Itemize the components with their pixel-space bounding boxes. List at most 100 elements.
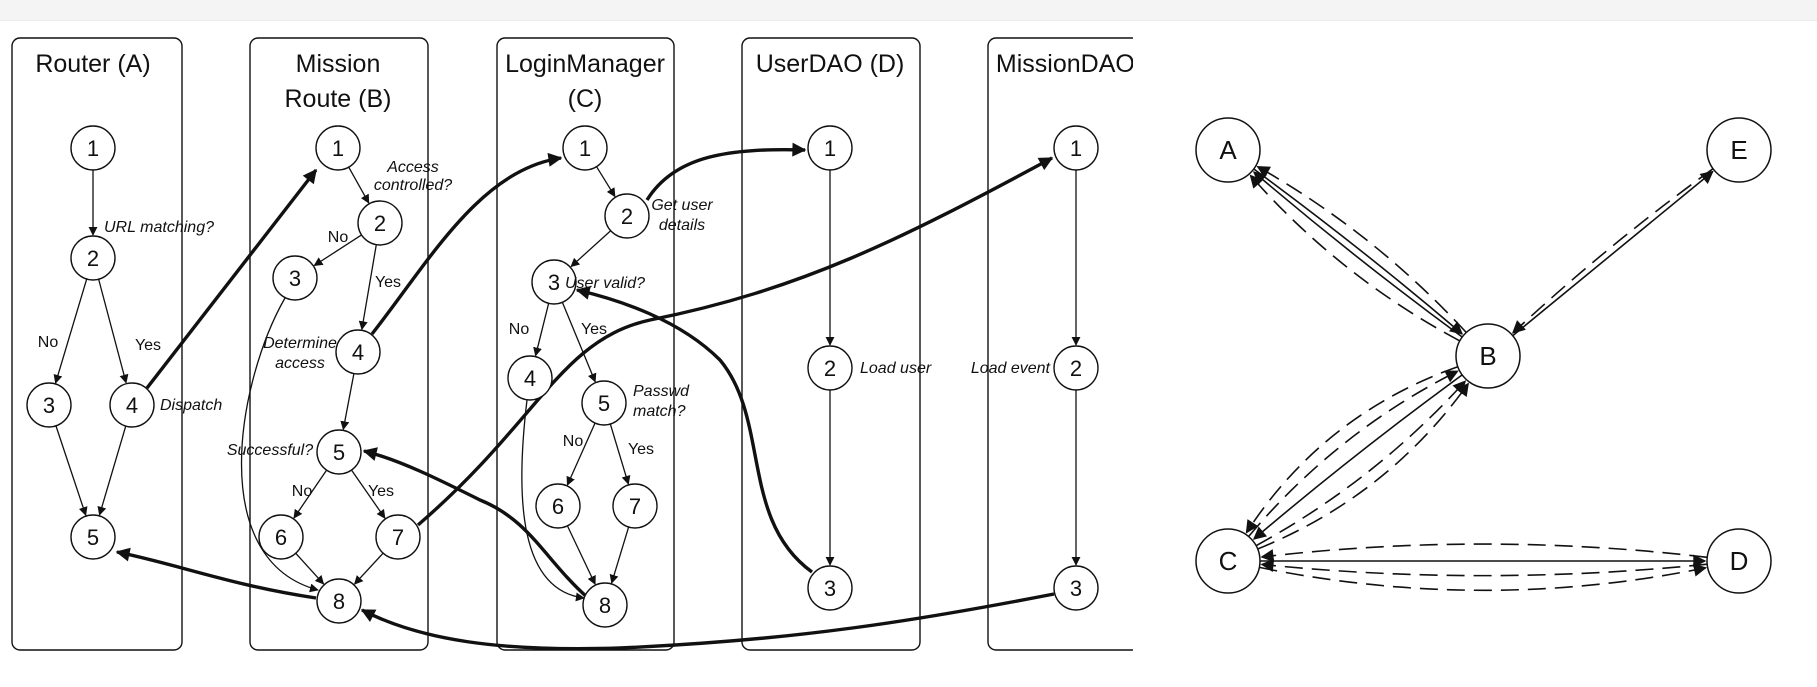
graph-node-label: A — [1219, 135, 1237, 165]
flow-node-e2 — [1053, 345, 1099, 391]
cross-call-edge-e3-b8 — [360, 592, 1055, 651]
flow-edge-c2-c3 — [570, 230, 612, 268]
graph-edge-b-a — [1256, 166, 1467, 334]
lane-title-b: Route (B) — [285, 85, 392, 113]
flow-node-label: 3 — [824, 576, 836, 601]
annotation-passwd-match: match? — [633, 403, 686, 420]
graph-edge-d-c — [1260, 559, 1708, 577]
flow-node-label: 2 — [87, 246, 99, 271]
annotation-passwd-match: Passwd — [633, 383, 690, 400]
flow-node-label: 3 — [1070, 576, 1082, 601]
flow-node-label: 6 — [552, 494, 564, 519]
cross-call-edge-b8-a5 — [115, 547, 317, 600]
annotation-dispatch: Dispatch — [160, 397, 222, 414]
graph-edge-c-b — [1247, 370, 1459, 538]
graph-edge-b-c — [1245, 365, 1459, 534]
flow-node-label: 1 — [579, 136, 591, 161]
flow-node-label: 2 — [1070, 356, 1082, 381]
flow-edge-b2-b3 — [313, 234, 362, 267]
flow-node-d3 — [807, 565, 853, 611]
flow-node-label: 5 — [333, 440, 345, 465]
flow-edge-b6-b8 — [295, 552, 325, 585]
flow-node-label: 2 — [374, 211, 386, 236]
flow-node-b6 — [258, 514, 304, 560]
lane-box-d — [741, 37, 921, 651]
flow-node-b1 — [315, 125, 361, 171]
graph-edge-d-c — [1260, 543, 1708, 563]
flow-node-c1 — [562, 125, 608, 171]
flow-node-d2 — [807, 345, 853, 391]
flow-node-c2 — [604, 193, 650, 239]
flow-node-e3 — [1053, 565, 1099, 611]
cross-call-edge-b7-e1 — [416, 156, 1054, 527]
flow-node-label: 2 — [824, 356, 836, 381]
graph-edge-c-d — [1259, 563, 1707, 592]
flow-node-label: 3 — [43, 393, 55, 418]
flow-node-label: 5 — [598, 391, 610, 416]
flow-node-label: 2 — [621, 204, 633, 229]
cross-call-edge-c8-b5 — [362, 447, 590, 600]
lane-title-d: UserDAO (D) — [756, 50, 905, 78]
annotation-get-user-details: details — [659, 217, 705, 234]
annotation-successful: Successful? — [227, 442, 313, 459]
flow-node-a1 — [70, 125, 116, 171]
flow-node-label: 7 — [629, 494, 641, 519]
flow-node-b3 — [272, 255, 318, 301]
flow-edge-c5-c7 — [609, 423, 631, 485]
lane-title-e: MissionDAO ( — [996, 50, 1151, 78]
flow-edge-b5-b6 — [293, 469, 328, 519]
branch-label-c-yes-bottom: Yes — [628, 441, 654, 458]
lane-box-e — [987, 37, 1133, 651]
graph-node-a — [1195, 117, 1261, 183]
flow-node-label: 4 — [352, 340, 364, 365]
flow-node-label: 5 — [87, 525, 99, 550]
branch-label-c-no-bottom: No — [563, 433, 584, 450]
flow-node-a3 — [26, 382, 72, 428]
flow-node-c5 — [581, 380, 627, 426]
graph-node-label: D — [1730, 546, 1749, 576]
graph-edge-b-a — [1252, 171, 1463, 338]
flow-node-d1 — [807, 125, 853, 171]
flow-node-a4 — [109, 382, 155, 428]
lane-title-a: Router (A) — [35, 50, 150, 78]
flow-node-label: 7 — [392, 525, 404, 550]
flow-node-c4 — [507, 355, 553, 401]
graph-edge-a-b — [1253, 168, 1464, 335]
graph-edge-b-e — [1512, 170, 1714, 337]
lane-title-c: (C) — [568, 85, 603, 113]
graph-edge-c-b — [1255, 380, 1467, 547]
flow-edge-c3-c4 — [533, 303, 550, 357]
flow-edge-b3-b8 — [240, 297, 319, 593]
graph-node-label: C — [1219, 546, 1238, 576]
lane-title-c: LoginManager — [505, 50, 665, 78]
cross-call-edge-c2-d1 — [645, 142, 807, 201]
graph-edge-c-b — [1257, 382, 1469, 550]
branch-label-b-yes-bottom: Yes — [368, 483, 394, 500]
annotation-load-event: Load event — [971, 360, 1051, 377]
flow-node-b5 — [316, 429, 362, 475]
flow-edge-b5-b7 — [351, 469, 386, 519]
flow-node-b2 — [357, 200, 403, 246]
annotation-url-matching: URL matching? — [104, 219, 214, 236]
flow-node-b4 — [335, 329, 381, 375]
flow-node-label: 1 — [1070, 136, 1082, 161]
flow-node-c7 — [612, 483, 658, 529]
flow-edge-b1-b2 — [348, 166, 370, 204]
flow-edge-a4-a5 — [97, 425, 127, 516]
graph-edge-e-b — [1511, 168, 1714, 334]
flow-node-label: 1 — [332, 136, 344, 161]
annotation-load-user: Load user — [860, 360, 932, 377]
graph-edge-b-a — [1249, 174, 1461, 342]
graph-node-b — [1455, 323, 1521, 389]
flow-node-label: 4 — [126, 393, 138, 418]
branch-label-b-no-top: No — [328, 229, 349, 246]
annotation-user-valid: User valid? — [565, 275, 645, 292]
branch-label-a-no: No — [38, 334, 59, 351]
viewer-top-bar — [0, 0, 1817, 21]
flow-node-e1 — [1053, 125, 1099, 171]
flow-edge-b4-b5 — [340, 373, 355, 431]
